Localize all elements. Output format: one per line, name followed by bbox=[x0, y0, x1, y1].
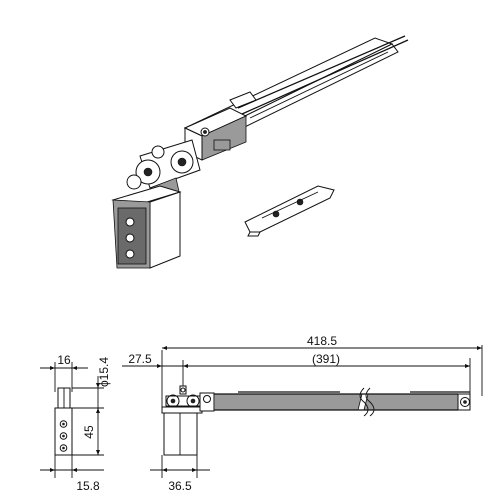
side-view bbox=[40, 362, 104, 478]
dim-side-bottom-width: 15.8 bbox=[76, 479, 100, 493]
dim-front-bottom-width: 36.5 bbox=[168, 479, 192, 493]
dim-left-offset: 27.5 bbox=[128, 352, 152, 366]
dim-side-width: 16 bbox=[57, 353, 71, 367]
dim-inner-length: (391) bbox=[312, 352, 340, 366]
front-view bbox=[122, 345, 483, 478]
carriage-bracket bbox=[183, 91, 257, 161]
bar-right bbox=[363, 393, 459, 411]
dim-wheel-diameter: ϕ15.4 bbox=[97, 357, 111, 387]
clip-part bbox=[244, 185, 335, 237]
isometric-view bbox=[111, 35, 409, 269]
dim-body-height: 45 bbox=[82, 425, 96, 439]
hanging-block bbox=[111, 185, 182, 269]
bar-left bbox=[213, 393, 363, 411]
side-body bbox=[54, 407, 73, 456]
dim-overall-length: 418.5 bbox=[307, 334, 337, 348]
front-body bbox=[163, 412, 198, 456]
